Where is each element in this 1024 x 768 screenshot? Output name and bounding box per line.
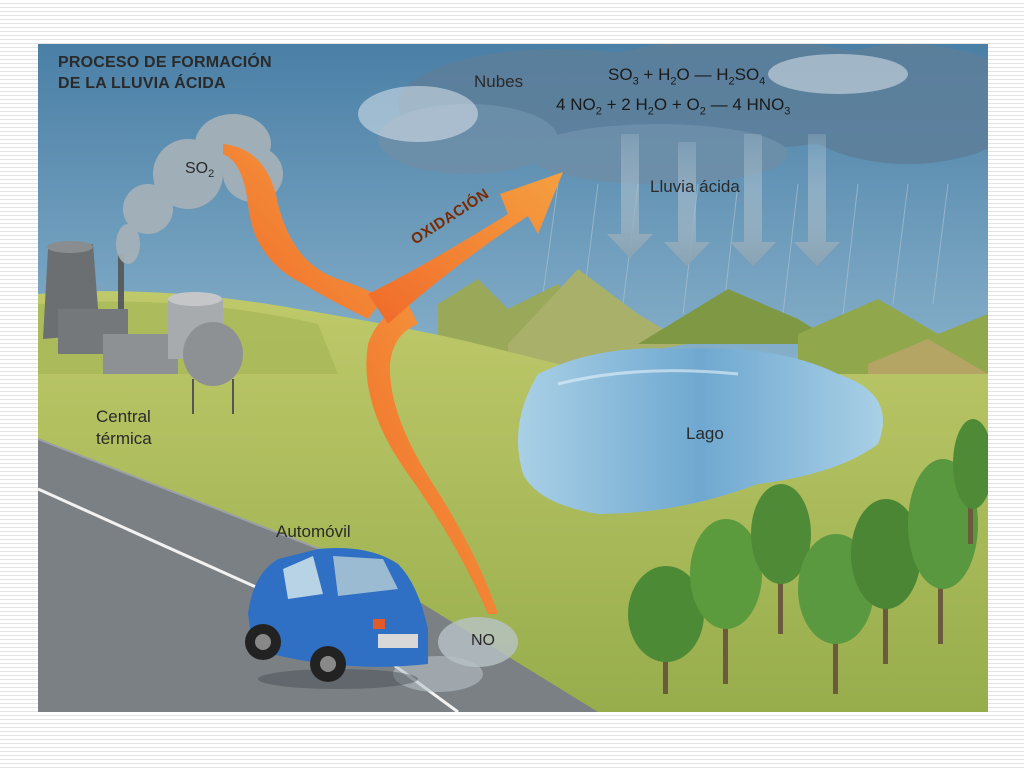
lake (518, 348, 883, 514)
rain-arrow (607, 134, 653, 258)
rain-arrow (664, 142, 710, 266)
acid-rain-diagram: PROCESO DE FORMACIÓN DE LA LLUVIA ÁCIDA … (38, 44, 988, 712)
equation-1: SO3 + H2O — H2SO4 (608, 65, 766, 88)
label-nubes: Nubes (474, 72, 524, 91)
trees (628, 419, 988, 694)
diagram-title: PROCESO DE FORMACIÓN DE LA LLUVIA ÁCIDA (58, 52, 272, 94)
no-flow (366, 304, 498, 614)
rain-arrow (794, 134, 840, 266)
car (245, 548, 428, 689)
cloud-highlights (358, 54, 908, 142)
rain-arrow (730, 134, 776, 266)
acid-rain-arrows (607, 134, 840, 266)
oxidation-arrow (368, 172, 563, 324)
title-line-1: PROCESO DE FORMACIÓN (58, 54, 272, 71)
pollution-flow-arrows (223, 144, 563, 614)
title-line-2: DE LA LLUVIA ÁCIDA (58, 75, 226, 92)
so2-flow (223, 144, 383, 319)
label-no: NO (471, 632, 495, 649)
label-so2: SO2 (185, 160, 215, 181)
label-automovil: Automóvil (276, 522, 351, 541)
label-central-termica: Central térmica (96, 407, 152, 448)
equation-2: 4 NO2 + 2 H2O + O2 — 4 HNO3 (556, 95, 791, 118)
label-lago: Lago (686, 424, 724, 443)
power-plant (43, 241, 243, 414)
label-lluvia-acida: Lluvia ácida (650, 177, 740, 196)
exhaust-cloud (438, 617, 518, 667)
